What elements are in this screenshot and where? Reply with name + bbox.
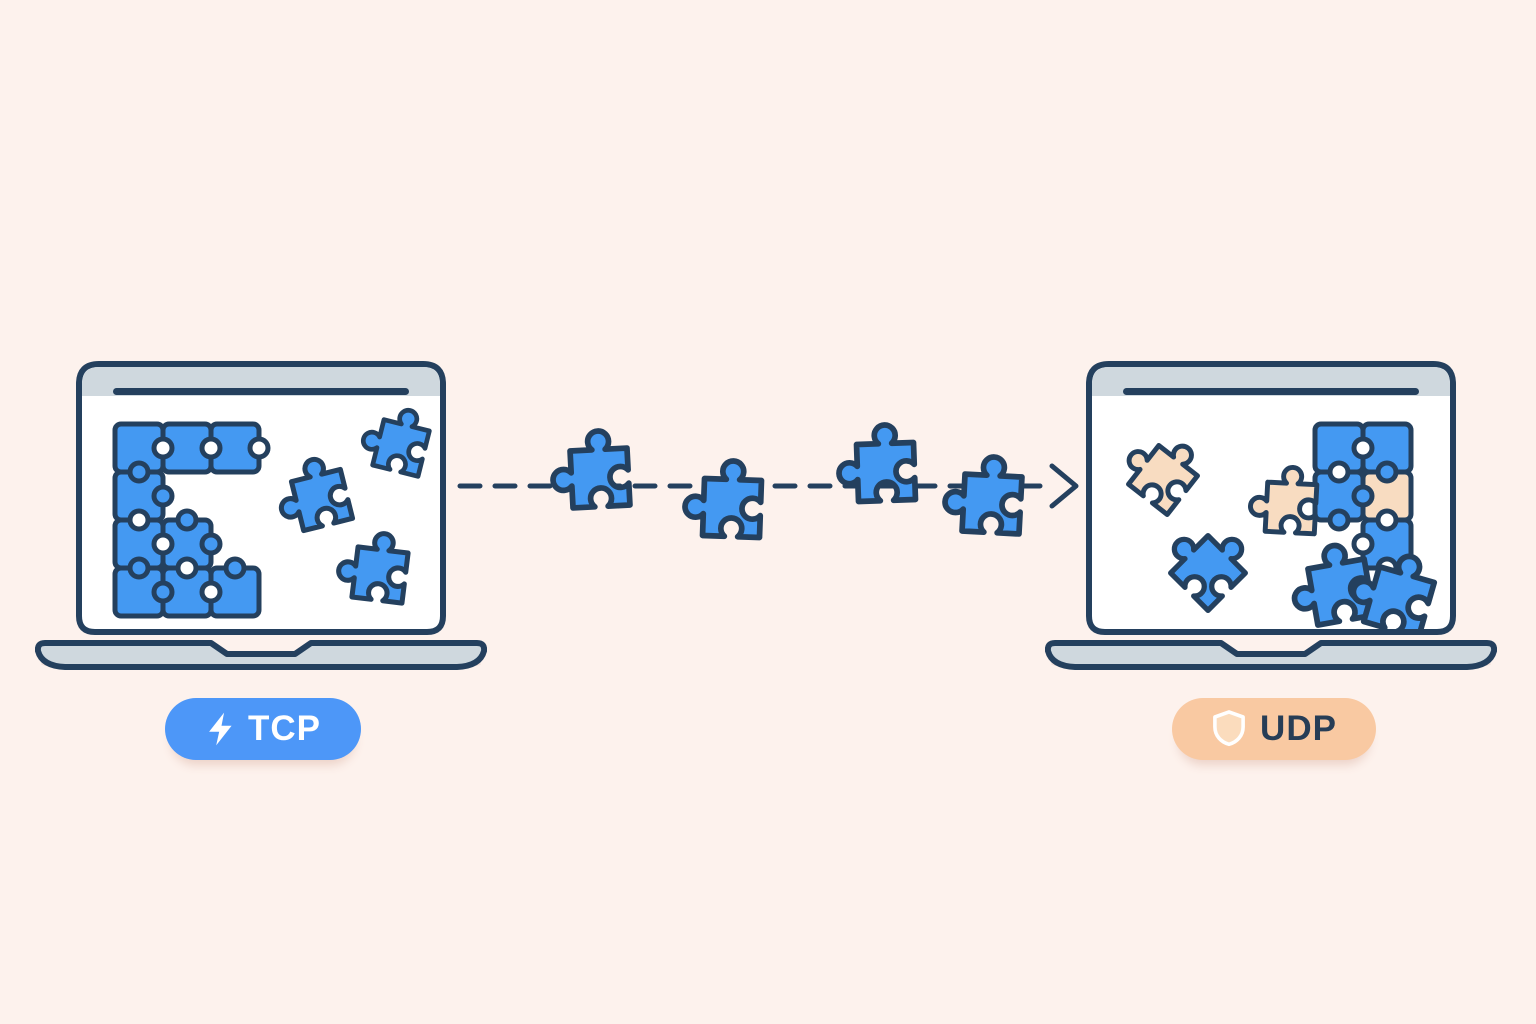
sender-assembled-grid (112, 421, 271, 619)
packets-in-flight (551, 424, 1023, 537)
bezel-line (113, 388, 409, 395)
receiver-assembled-grid (1312, 421, 1414, 580)
sender-laptop (35, 361, 487, 670)
tcp-badge: TCP (165, 698, 361, 760)
shield-icon (1213, 710, 1245, 747)
bezel-line (1123, 388, 1419, 395)
receiver-base (1045, 640, 1497, 670)
lightning-bolt-icon (209, 712, 232, 746)
arrowhead-icon (1049, 463, 1079, 509)
sender-base (35, 640, 487, 670)
sender-puzzle-ordered (112, 401, 433, 619)
receiver-laptop (1045, 361, 1497, 670)
tcp-label: TCP (248, 709, 321, 748)
packet-flow-arrow (457, 420, 1079, 560)
udp-label: UDP (1260, 709, 1337, 748)
receiver-puzzle-scrambled (1116, 423, 1439, 637)
udp-badge: UDP (1172, 698, 1376, 760)
